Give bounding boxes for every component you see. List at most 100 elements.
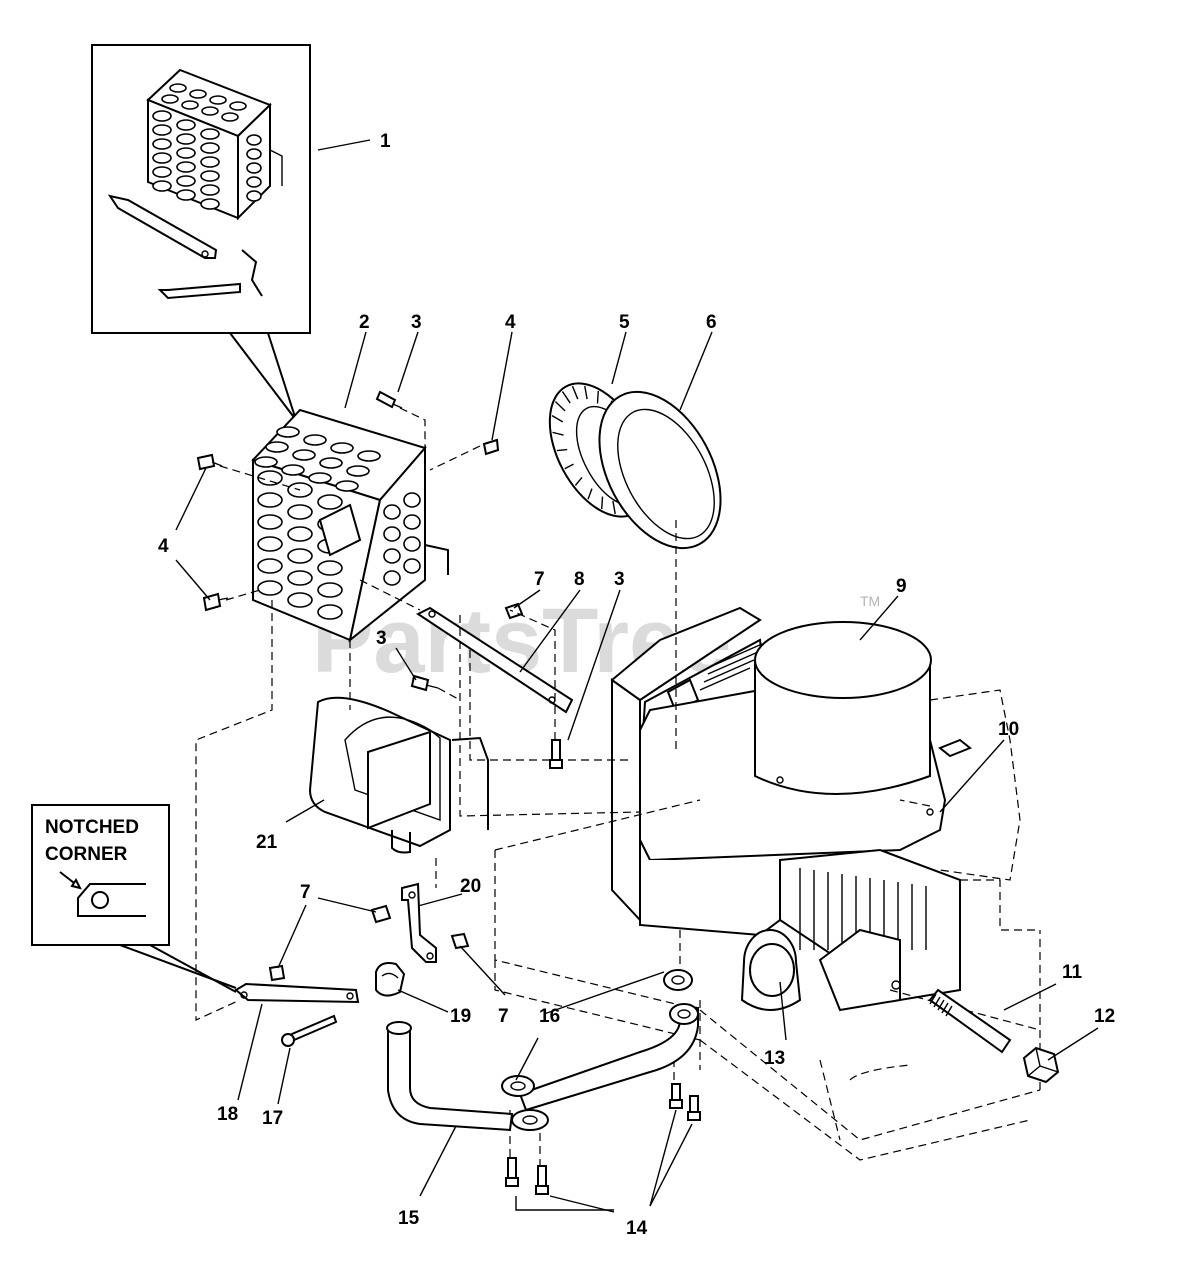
guard-slot xyxy=(287,548,313,564)
stud-thread xyxy=(937,999,945,1011)
callout-7-left: 7 xyxy=(300,882,311,903)
callout-labels: 1 2 3 4 5 6 4 7 8 3 9 3 10 21 7 20 11 12… xyxy=(158,131,1115,1239)
filter-pleat xyxy=(587,488,593,500)
callout-5: 5 xyxy=(619,312,630,333)
guard-slot xyxy=(335,480,359,492)
filter-pleat xyxy=(584,385,588,400)
guard-slot xyxy=(383,504,401,520)
inset-slot xyxy=(181,100,199,110)
guard-slot xyxy=(317,604,343,620)
guard-slot xyxy=(403,492,421,508)
inset-slot xyxy=(246,176,262,188)
inset-slot xyxy=(152,138,172,150)
inset-slot xyxy=(176,147,196,159)
inset-slot xyxy=(176,175,196,187)
guard-slot xyxy=(254,456,278,468)
inset-slot xyxy=(209,95,227,105)
screw-item-14-b xyxy=(535,1165,549,1195)
inset-slot xyxy=(200,142,220,154)
guard-slot xyxy=(303,434,327,446)
filter-pleat xyxy=(556,448,568,452)
filter-pleat xyxy=(601,496,604,510)
callout-9: 9 xyxy=(896,576,907,597)
inset-slot xyxy=(169,83,187,93)
callout-20: 20 xyxy=(460,876,481,897)
guard-slot xyxy=(317,560,343,576)
guard-slot xyxy=(292,449,316,461)
inset-slot xyxy=(176,189,196,201)
stud-item-11 xyxy=(928,988,1012,1054)
bracket-strap-item-18 xyxy=(234,982,360,1004)
callout-10: 10 xyxy=(998,719,1019,740)
inset-slot xyxy=(246,134,262,146)
guard-slot xyxy=(287,570,313,586)
gasket-item-16-upper xyxy=(663,969,699,1025)
callout-7-top: 7 xyxy=(534,569,545,590)
notched-corner-label-line1: NOTCHED xyxy=(45,817,139,838)
leader-lines xyxy=(175,139,1099,1213)
nut-item-7-bracket xyxy=(268,964,286,982)
callout-16: 16 xyxy=(539,1006,560,1027)
guard-slot xyxy=(287,592,313,608)
screw-item-3-top xyxy=(375,390,403,409)
guard-slot xyxy=(287,504,313,520)
guard-slot xyxy=(257,492,283,508)
callout-3-middle: 3 xyxy=(376,628,387,649)
nut-item-7-right xyxy=(450,932,470,950)
guard-slot xyxy=(317,582,343,598)
engine-vent xyxy=(703,659,755,683)
inset-strap-short xyxy=(157,249,263,300)
guard-slot xyxy=(403,514,421,530)
notched-corner-inset: NOTCHED CORNER xyxy=(31,804,237,993)
filter-pleat xyxy=(564,463,574,470)
callout-14: 14 xyxy=(626,1218,648,1239)
callout-15: 15 xyxy=(398,1208,420,1229)
hex-nut-item-12 xyxy=(1022,1046,1060,1084)
inset-slot xyxy=(152,124,172,136)
screw-item-4-upper-left xyxy=(196,453,223,471)
inset-slot xyxy=(152,166,172,178)
inset-slot xyxy=(152,110,172,122)
guard-slot xyxy=(403,558,421,574)
guard-slot xyxy=(330,442,354,454)
callout-3-right: 3 xyxy=(614,569,625,590)
callout-1: 1 xyxy=(380,131,391,152)
inset-slot xyxy=(152,180,172,192)
callout-2: 2 xyxy=(359,312,370,333)
guard-slot xyxy=(257,514,283,530)
inset-slot xyxy=(246,162,262,174)
guard-slot xyxy=(257,580,283,596)
callout-6: 6 xyxy=(706,312,717,333)
callout-21: 21 xyxy=(256,832,278,853)
screw-item-3-lower xyxy=(549,739,563,769)
filter-pleat xyxy=(552,431,564,436)
callout-18: 18 xyxy=(217,1104,238,1125)
inset-slot xyxy=(229,101,247,111)
guard-slot xyxy=(257,558,283,574)
inset-slot xyxy=(200,170,220,182)
filter-pleat xyxy=(612,500,616,515)
callout-7-bottom: 7 xyxy=(498,1006,509,1027)
inset-slot xyxy=(200,128,220,140)
inset-slot xyxy=(200,156,220,168)
callout-19: 19 xyxy=(450,1006,471,1027)
guard-slot xyxy=(383,548,401,564)
inset-guard-cage xyxy=(146,68,283,221)
bolt-item-17 xyxy=(281,1014,338,1047)
inset-slot xyxy=(152,152,172,164)
stud-thread xyxy=(945,1005,953,1017)
inset-slot xyxy=(246,148,262,160)
stud-thread xyxy=(929,993,937,1005)
callout-8: 8 xyxy=(574,569,585,590)
inset-box-guard-kit xyxy=(91,44,311,421)
engine xyxy=(610,606,972,1012)
filter-pleat xyxy=(571,385,579,400)
engine-vent xyxy=(711,643,763,667)
inset-slot xyxy=(176,161,196,173)
inset-slot xyxy=(246,190,262,202)
callout-4-left: 4 xyxy=(158,536,169,557)
guard-slot xyxy=(308,472,332,484)
inset-slot xyxy=(189,89,207,99)
filter-pleat xyxy=(561,391,571,404)
